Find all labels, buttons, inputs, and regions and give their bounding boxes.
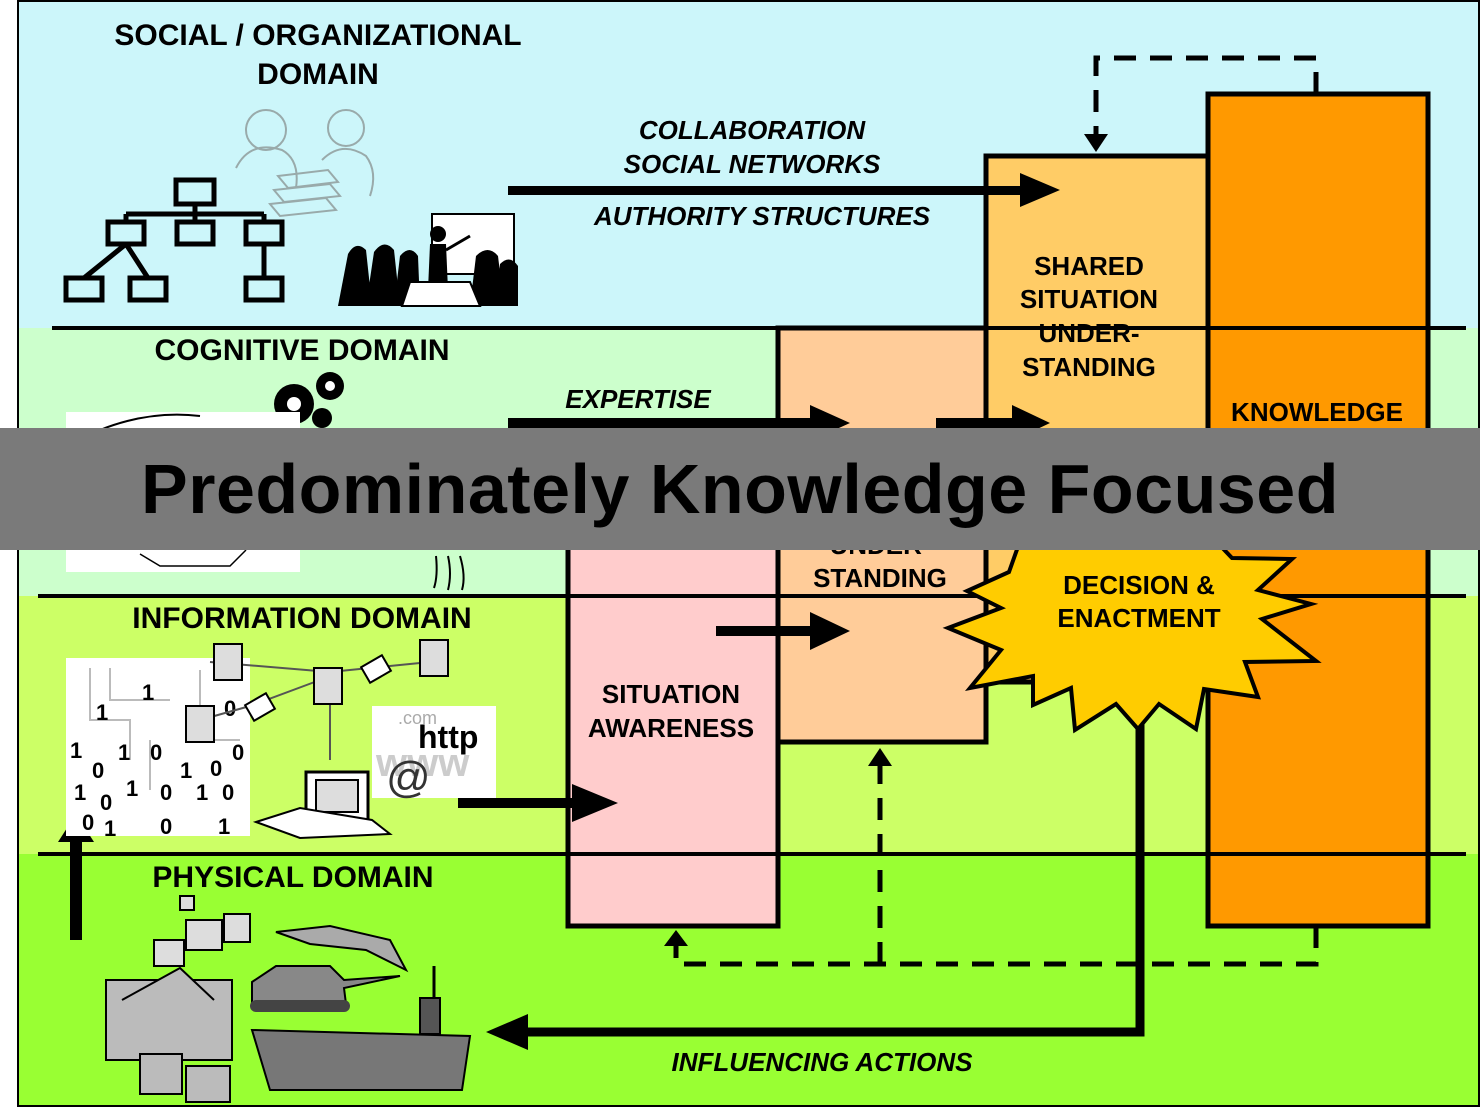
binary-digit: 0 — [160, 780, 172, 805]
binary-circuit-icon: 1 0 1 1 0 1 0 0 1 0 1 0 1 0 0 1 0 1 1 0 — [66, 658, 250, 841]
collaborating-people-sketch-icon — [235, 109, 375, 218]
shared-label-line1: SHARED — [1034, 251, 1144, 281]
social-domain-title-line2: DOMAIN — [257, 58, 379, 91]
binary-digit: 1 — [218, 814, 230, 839]
tank-icon — [250, 965, 401, 1012]
understanding-label-line2: STANDING — [813, 563, 947, 593]
situation-awareness-label-line2: AWARENESS — [588, 713, 754, 743]
expertise-label: EXPERTISE — [565, 384, 711, 414]
binary-digit: 0 — [224, 696, 236, 721]
binary-digit: 1 — [70, 738, 82, 763]
collaboration-label: COLLABORATION — [639, 115, 866, 145]
dotcom-text: .com — [398, 708, 437, 728]
binary-digit: 1 — [126, 776, 138, 801]
www-text: www — [375, 741, 470, 785]
influencing-actions-label: INFLUENCING ACTIONS — [672, 1047, 974, 1077]
binary-digit: 1 — [74, 780, 86, 805]
binary-digit: 1 — [180, 758, 192, 783]
binary-digit: 0 — [92, 758, 104, 783]
web-http-icon: www .com http @ — [372, 706, 496, 802]
binary-digit: 0 — [82, 810, 94, 835]
binary-digit: 1 — [142, 680, 154, 705]
arrow-social-to-shared — [508, 173, 1060, 207]
binary-digit: 1 — [96, 700, 108, 725]
knowledge-label: KNOWLEDGE — [1231, 397, 1403, 427]
knowledge-focus-banner: Predominately Knowledge Focused — [0, 428, 1480, 550]
binary-digit: 0 — [150, 740, 162, 765]
physical-domain-title: PHYSICAL DOMAIN — [152, 861, 433, 894]
network-computers-icon — [185, 639, 449, 760]
computer-terminal-icon — [252, 770, 393, 840]
social-domain-title-line1: SOCIAL / ORGANIZATIONAL — [114, 19, 521, 52]
authority-structures-label: AUTHORITY STRUCTURES — [593, 201, 931, 231]
shared-label-line3: UNDER- — [1038, 318, 1139, 348]
situation-awareness-label-line1: SITUATION — [602, 679, 740, 709]
binary-digit: 0 — [222, 780, 234, 805]
feedback-loop-bottom — [673, 926, 1319, 967]
binary-digit: 0 — [160, 814, 172, 839]
industrial-buildings-icon — [105, 966, 233, 1103]
binary-digit: 0 — [100, 790, 112, 815]
aircraft-carrier-icon — [250, 966, 472, 1091]
binary-digit: 1 — [104, 816, 116, 841]
feedback-loop-top — [1093, 55, 1319, 138]
feedback-arrowhead-understanding — [868, 748, 892, 766]
feedback-arrowhead-top — [1084, 134, 1108, 152]
decision-label-line2: ENACTMENT — [1057, 603, 1220, 633]
binary-digit: 0 — [232, 740, 244, 765]
situation-awareness-box — [565, 517, 781, 929]
arrow-sa-to-understanding — [716, 612, 850, 650]
meeting-people-icon — [338, 213, 518, 307]
diagram-frame — [17, 0, 1480, 1107]
at-sign-text: @ — [386, 753, 431, 802]
arrow-information-to-sa — [458, 784, 618, 822]
binary-digit: 1 — [196, 780, 208, 805]
org-chart-icon — [63, 177, 285, 303]
social-networks-label: SOCIAL NETWORKS — [624, 149, 881, 179]
binary-digit: 1 — [118, 740, 130, 765]
shared-label-line4: STANDING — [1022, 352, 1156, 382]
fighter-jet-icon — [275, 924, 409, 973]
banner-text: Predominately Knowledge Focused — [141, 450, 1339, 528]
binary-digit: 0 — [210, 756, 222, 781]
http-text: http — [418, 719, 478, 755]
head-profile-sketch-icon — [66, 412, 465, 591]
arrow-influencing-actions — [486, 660, 1145, 1050]
shared-label-line2: SITUATION — [1020, 284, 1158, 314]
information-domain-title: INFORMATION DOMAIN — [132, 602, 471, 635]
cognitive-domain-title: COGNITIVE DOMAIN — [154, 334, 449, 367]
satellite-icon — [153, 895, 251, 967]
decision-label-line1: DECISION & — [1063, 570, 1215, 600]
feedback-arrowhead-sa — [664, 930, 688, 946]
